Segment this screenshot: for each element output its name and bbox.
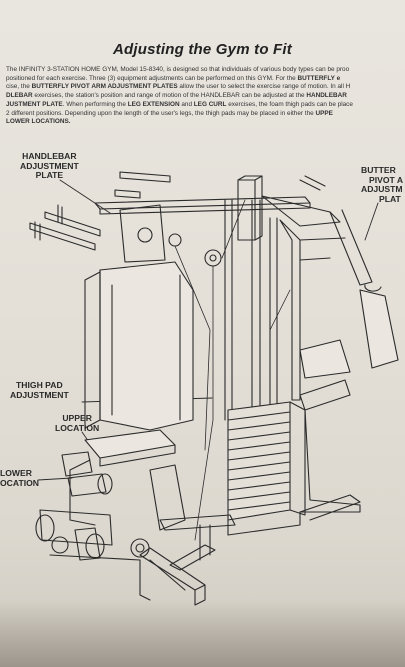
callout-line: LOWER: [0, 468, 32, 478]
callout-lower-location: LOWER OCATION: [0, 468, 39, 488]
leader-lower-location: [37, 477, 73, 481]
callout-line: PLAT: [379, 193, 401, 204]
bold-term: DLEBAR: [6, 92, 33, 100]
intro-paragraph: The INFINITY 3-STATION HOME GYM, Model 1…: [6, 66, 405, 127]
intro-text: allow the user to select the exercise ra…: [177, 83, 351, 91]
callout-butterfly-pivot-arm-plate: BUTTER PIVOT A ADJUSTM PLAT: [361, 165, 404, 204]
callout-upper-location: UPPER LOCATION: [55, 413, 100, 433]
intro-line: 2 different positions. Depending upon th…: [6, 110, 405, 119]
callout-line: PLATE: [35, 170, 64, 181]
callout-line: LOCATION: [55, 422, 100, 433]
callout-line: PIVOT A: [369, 174, 404, 185]
callout-handlebar-adjustment-plate: HANDLEBAR ADJUSTMENT PLATE: [20, 151, 79, 181]
intro-text: The INFINITY 3-STATION HOME GYM, Model 1…: [6, 66, 350, 73]
callout-line: UPPER: [62, 413, 92, 423]
bold-term: BUTTERFLY PIVOT ARM ADJUSTMENT PLATES: [31, 83, 178, 91]
intro-line: JUSTMENT PLATE. When performing the LEG …: [6, 101, 405, 110]
intro-line: positioned for each exercise. Three (3) …: [6, 75, 405, 84]
page-shadow: [0, 600, 405, 667]
intro-text: exercises, the foam thigh pads can be pl…: [226, 100, 353, 108]
callout-line: ADJUSTMENT: [10, 389, 69, 400]
leader-butterfly: [364, 202, 379, 241]
leader-handlebar: [59, 179, 111, 214]
bold-term: UPPE: [315, 109, 333, 117]
intro-text: exercises, the station's position and ra…: [32, 92, 307, 100]
bold-term: HANDLEBAR: [306, 92, 347, 100]
bold-term: LOWER LOCATIONS.: [6, 118, 71, 126]
callout-line: ADJUSTM: [361, 184, 403, 195]
callout-line: HANDLEBAR: [22, 151, 77, 161]
intro-line: cise, the BUTTERFLY PIVOT ARM ADJUSTMENT…: [6, 83, 405, 92]
intro-line: LOWER LOCATIONS.: [6, 118, 405, 127]
intro-text: 2 different positions. Depending upon th…: [6, 109, 316, 117]
intro-text: positioned for each exercise. Three (3) …: [6, 74, 298, 82]
leg-station: [35, 429, 186, 561]
seat-back-pad: [84, 261, 194, 431]
bold-term: LEG EXTENSION: [127, 100, 180, 108]
bold-term: LEG CURL: [193, 100, 227, 108]
leader-lines: [37, 179, 379, 481]
callout-line: BUTTER: [361, 165, 396, 175]
bold-term: JUSTMENT PLATE: [6, 100, 63, 108]
intro-line: The INFINITY 3-STATION HOME GYM, Model 1…: [6, 66, 405, 75]
page-title: Adjusting the Gym to Fit: [113, 41, 292, 58]
bold-term: BUTTERFLY e: [297, 74, 341, 82]
butterfly-station: [261, 175, 399, 513]
weight-stack: [224, 199, 306, 521]
base-frame: [49, 494, 361, 606]
handlebar-arms: [29, 204, 222, 267]
callout-line: ADJUSTMENT: [20, 160, 79, 171]
intro-text: cise, the: [6, 83, 32, 91]
intro-text: . When performing the: [62, 100, 128, 108]
top-frame: [94, 171, 311, 241]
intro-text: and: [179, 100, 194, 108]
callout-line: OCATION: [0, 477, 39, 488]
cables: [174, 199, 291, 541]
intro-line: DLEBAR exercises, the station's position…: [6, 92, 405, 101]
callout-line: THIGH PAD: [16, 380, 63, 390]
callout-thigh-pad-adjustment: THIGH PAD ADJUSTMENT: [10, 380, 69, 400]
